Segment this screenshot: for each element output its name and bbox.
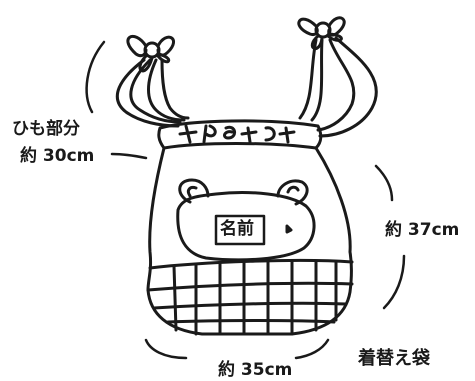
bear-face bbox=[176, 178, 316, 262]
strap-length-label: 約 30cm bbox=[20, 146, 95, 166]
height-label: 約 37cm bbox=[385, 220, 460, 240]
dimension-lines bbox=[85, 40, 406, 360]
name-tag-box bbox=[214, 214, 266, 246]
left-strap bbox=[115, 58, 190, 128]
right-strap bbox=[298, 36, 378, 138]
strap-part-label: ひも部分 bbox=[12, 119, 80, 139]
bag-body bbox=[146, 119, 354, 336]
caption-title: 着替え袋 bbox=[358, 348, 430, 369]
name-tag-label: 名前 bbox=[220, 219, 254, 239]
width-label: 約 35cm bbox=[218, 360, 293, 380]
